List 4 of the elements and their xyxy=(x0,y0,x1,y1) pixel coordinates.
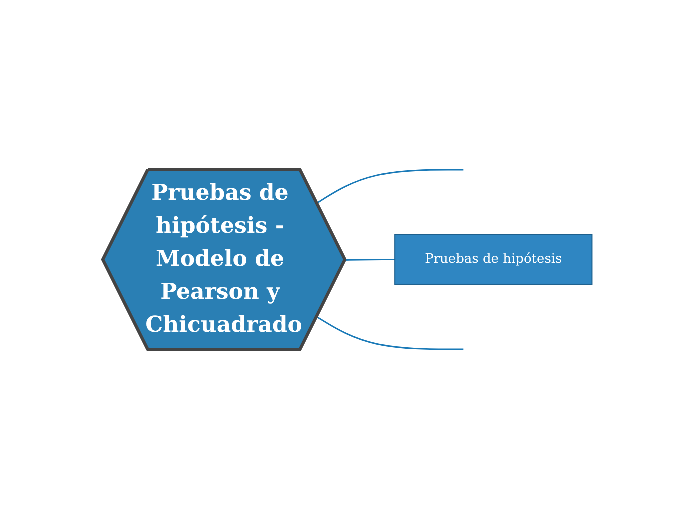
connector xyxy=(346,259,396,262)
connector xyxy=(317,316,464,350)
connector xyxy=(317,170,464,204)
node-box: Pruebas de hipótesis xyxy=(394,234,594,286)
